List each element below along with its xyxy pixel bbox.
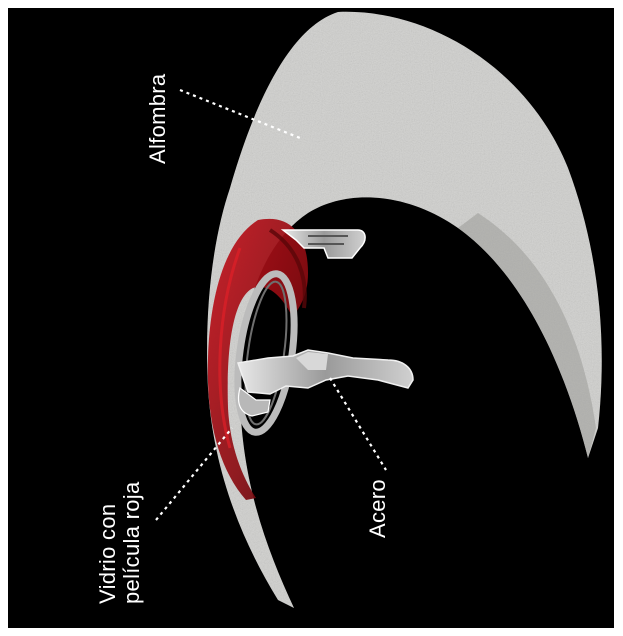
acero-leader-line — [330, 378, 386, 470]
label-vidrio: Vidrio con película roja — [96, 481, 144, 604]
sculpture-figure: Alfombra Acero Vidrio con película roja — [8, 8, 614, 628]
label-vidrio-line1: Vidrio con — [96, 481, 120, 604]
label-acero: Acero — [366, 479, 390, 538]
label-alfombra: Alfombra — [146, 74, 170, 164]
label-vidrio-line2: película roja — [120, 481, 144, 604]
